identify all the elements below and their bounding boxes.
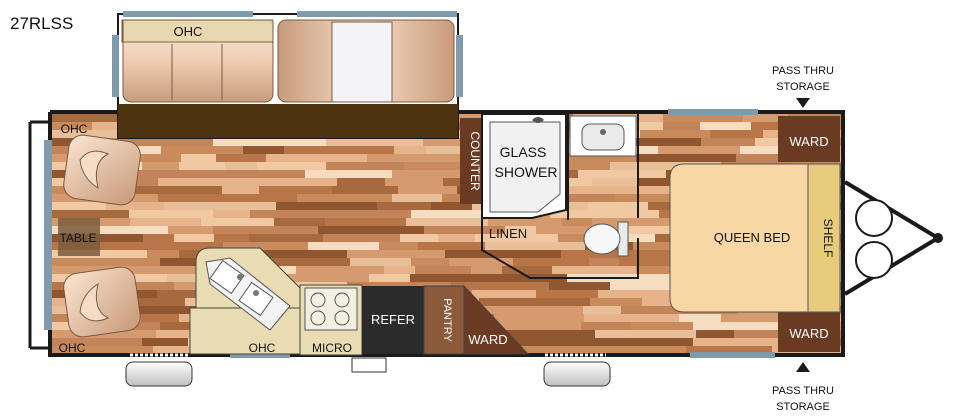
pantry-label: PANTRY	[441, 298, 453, 342]
tire	[125, 361, 193, 387]
queen-bed	[669, 163, 809, 313]
tire	[543, 361, 611, 387]
sofa-left	[122, 19, 274, 103]
window	[668, 109, 758, 115]
ward-bottom-label: WARD	[789, 326, 828, 341]
ward-kitchen-label: WARD	[468, 332, 507, 347]
ohc-bottom-left-label: OHC	[59, 341, 86, 355]
pass-thru-bottom-line2: STORAGE	[776, 401, 830, 413]
ward-top-label: WARD	[789, 134, 828, 149]
stove	[304, 287, 358, 331]
wardrobe-bottom	[778, 312, 840, 352]
ohc-kitchen-label: OHC	[249, 341, 276, 355]
tires	[125, 357, 611, 387]
kitchen: OHC MICRO REFER PANTRY WARD	[189, 247, 530, 356]
window	[123, 11, 253, 17]
vanity-sink	[569, 115, 637, 157]
bedroom: WARD WARD QUEEN BED SHELF	[669, 116, 841, 352]
slide-out: OHC	[112, 11, 463, 139]
glass-shower	[489, 121, 561, 213]
wardrobe-kitchen	[463, 284, 530, 355]
dinette	[58, 134, 141, 338]
table-label: TABLE	[59, 231, 96, 245]
shower-label: SHOWER	[495, 164, 558, 180]
glass-label: GLASS	[500, 144, 547, 160]
window	[230, 352, 290, 358]
model-name: 27RLSS	[10, 14, 74, 33]
shelf	[807, 163, 841, 313]
window	[690, 352, 775, 358]
window	[112, 35, 119, 97]
counter	[460, 118, 482, 204]
refer-label: REFER	[371, 312, 415, 327]
pass-thru-top-line2: STORAGE	[776, 81, 830, 93]
queen-bed-label: QUEEN BED	[714, 230, 791, 245]
window	[456, 35, 463, 97]
window	[297, 11, 457, 17]
window	[44, 140, 52, 330]
chair-top	[63, 134, 141, 206]
chair-bottom	[63, 266, 141, 338]
sofa-right	[277, 19, 455, 103]
pantry	[423, 285, 465, 355]
table	[58, 218, 100, 256]
hitch	[843, 180, 943, 296]
ohc-slide-label: OHC	[174, 24, 203, 39]
arrow-up-icon	[796, 362, 810, 372]
toilet	[583, 221, 629, 257]
refrigerator	[362, 286, 424, 354]
shelf-label: SHELF	[821, 219, 835, 258]
bathroom: COUNTER GLASS SHOWER LINEN	[460, 113, 639, 279]
linen-label: LINEN	[489, 226, 527, 241]
micro-label: MICRO	[312, 341, 352, 355]
sink	[205, 257, 291, 331]
wardrobe-top	[778, 116, 840, 162]
ohc-top-left-label: OHC	[61, 122, 88, 136]
counter-label: COUNTER	[468, 131, 482, 191]
arrow-down-icon	[796, 98, 810, 108]
pass-thru-storage-top: PASS THRU STORAGE	[772, 65, 834, 108]
entry-step	[351, 357, 387, 373]
walls	[28, 109, 845, 358]
pass-thru-storage-bottom: PASS THRU STORAGE	[772, 362, 834, 413]
pass-thru-top-line1: PASS THRU	[772, 65, 834, 77]
pass-thru-bottom-line1: PASS THRU	[772, 385, 834, 397]
